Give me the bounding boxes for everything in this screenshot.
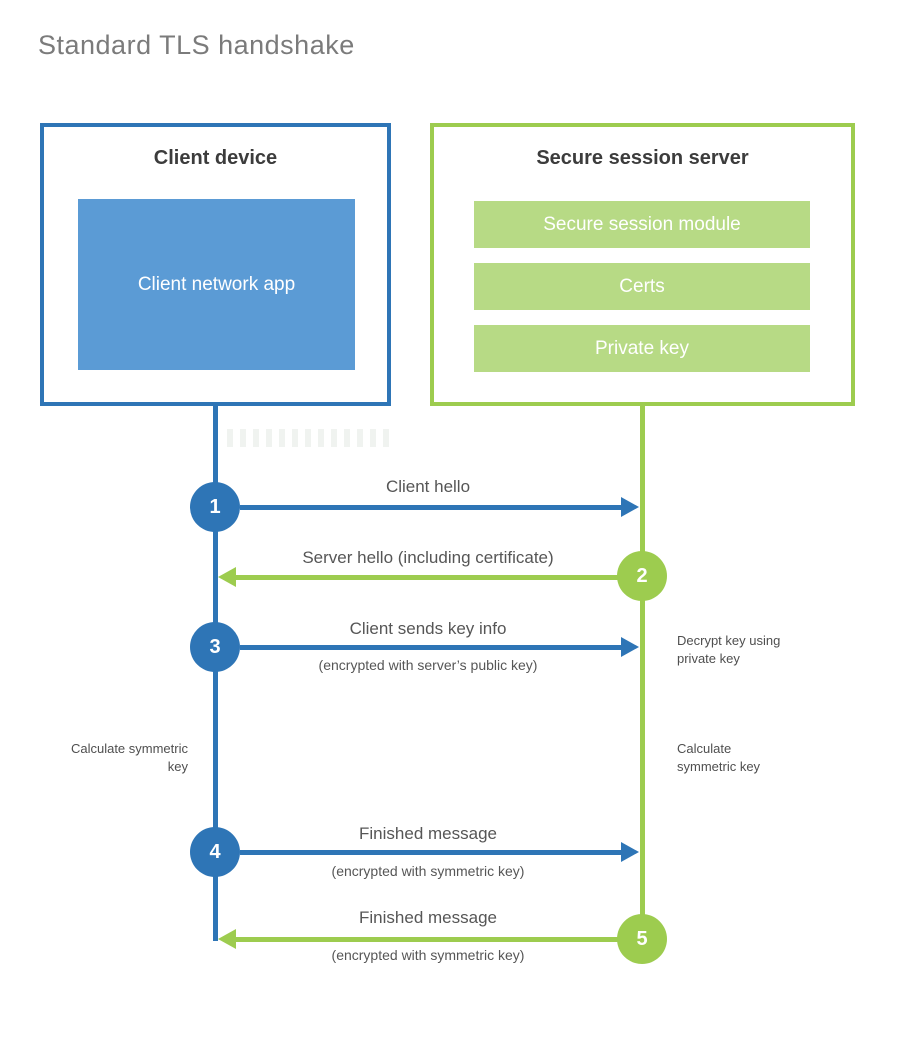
message-label-key-info: Client sends key info (349, 619, 507, 638)
page-title: Standard TLS handshake (38, 30, 355, 60)
step-number-2: 2 (636, 564, 648, 587)
message-sublabel-finished-client: (encrypted with symmetric key) (331, 863, 525, 879)
arrowhead-finished-server (218, 929, 236, 949)
message-label-client-hello: Client hello (385, 477, 471, 496)
step-circle-3: 3 (190, 622, 240, 672)
message-label-server-hello: Server hello (including certificate) (302, 548, 554, 567)
note-calculate-symmetric-key-client: Calculate symmetric key (70, 741, 188, 774)
server-module-certs: Certs (474, 263, 810, 310)
arrowhead-client-hello (621, 497, 639, 517)
note-calculate-symmetric-key-server: Calculate symmetric key (677, 741, 761, 774)
server-panel-title: Secure session server (536, 147, 749, 169)
client-lifeline (213, 406, 218, 941)
step-number-4: 4 (209, 840, 221, 863)
arrow-server-hello (236, 575, 620, 580)
message-label-finished-client: Finished message (359, 824, 497, 843)
arrowhead-server-hello (218, 567, 236, 587)
step-number-3: 3 (209, 635, 221, 658)
server-panel: Secure session server Secure session mod… (430, 123, 855, 406)
step-circle-1: 1 (190, 482, 240, 532)
step-circle-5: 5 (617, 914, 667, 964)
arrowhead-key-info (621, 637, 639, 657)
message-label-finished-server: Finished message (359, 908, 497, 927)
server-module-private-key: Private key (474, 325, 810, 372)
server-lifeline (640, 406, 645, 941)
client-device-panel: Client device Client network app (40, 123, 391, 406)
arrow-client-hello (240, 505, 621, 510)
client-panel-title: Client device (153, 147, 278, 169)
client-app-label: Client network app (137, 273, 296, 295)
faint-artifact (227, 429, 389, 447)
message-sublabel-key-info: (encrypted with server’s public key) (318, 657, 538, 673)
step-number-5: 5 (636, 927, 648, 950)
step-circle-2: 2 (617, 551, 667, 601)
note-decrypt-key: Decrypt key using private key (677, 633, 781, 666)
message-sublabel-finished-server: (encrypted with symmetric key) (331, 947, 525, 963)
arrowhead-finished-client (621, 842, 639, 862)
server-module-secure-session: Secure session module (474, 201, 810, 248)
step-circle-4: 4 (190, 827, 240, 877)
arrow-finished-server (236, 937, 620, 942)
arrow-key-info (240, 645, 621, 650)
step-number-1: 1 (209, 495, 221, 518)
arrow-finished-client (240, 850, 621, 855)
client-network-app-box: Client network app (78, 199, 355, 370)
